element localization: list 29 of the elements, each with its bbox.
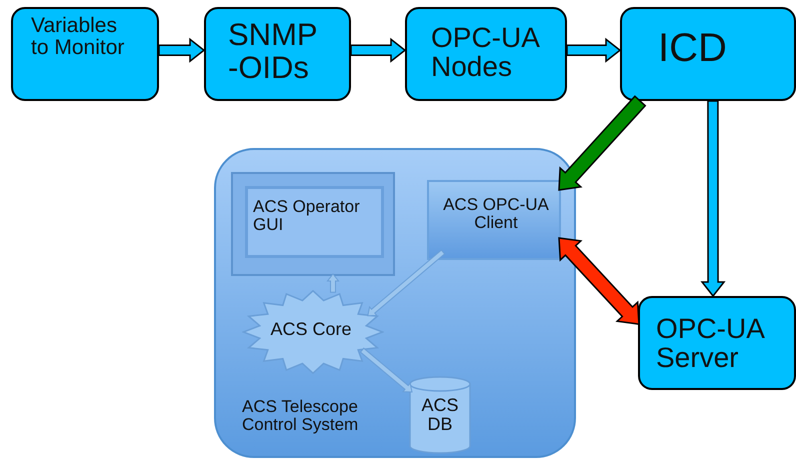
process-box <box>204 7 351 101</box>
window-box <box>231 172 395 276</box>
node-label: SNMP -OIDs <box>228 19 318 84</box>
node-label: Variables to Monitor <box>31 15 126 60</box>
node-label: ACS Core <box>269 320 353 339</box>
cloud-shape <box>242 290 384 374</box>
process-box <box>638 296 796 390</box>
node-label: ACS OPC-UA Client <box>442 196 550 232</box>
process-box <box>405 7 567 101</box>
block-arrow <box>558 237 640 326</box>
node-label: ACS Operator GUI <box>253 198 361 234</box>
process-box <box>620 7 796 101</box>
component-box <box>427 180 561 260</box>
block-arrow <box>367 249 446 316</box>
database-cylinder <box>409 376 471 454</box>
block-arrow <box>360 348 413 392</box>
node-label: OPC-UA Nodes <box>431 23 540 82</box>
node-label: ICD <box>658 27 728 69</box>
process-box <box>11 7 159 101</box>
group-label: ACS Telescope Control System <box>242 398 360 434</box>
node-label: OPC-UA Server <box>656 314 765 373</box>
system-group-box <box>214 148 576 458</box>
node-label: ACS DB <box>420 396 460 434</box>
block-arrow <box>566 38 622 63</box>
block-arrow <box>350 38 406 63</box>
block-arrow <box>326 273 340 293</box>
block-arrow <box>558 95 646 191</box>
block-arrow <box>700 100 726 298</box>
block-arrow <box>158 38 206 63</box>
